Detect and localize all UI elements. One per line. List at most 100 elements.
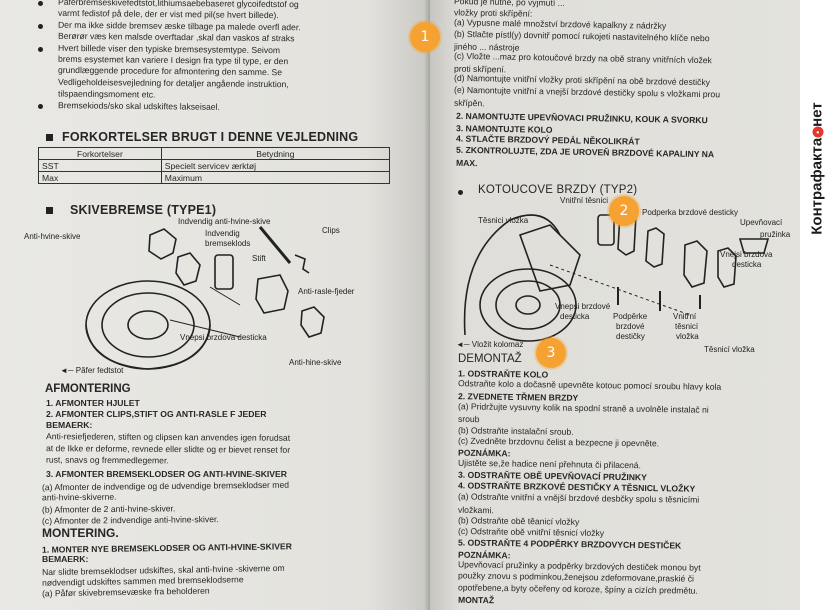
bullet-text: tilspaendingsmoment etc. — [57, 88, 156, 100]
label-inner-shim: Vnitřní těsnici — [560, 196, 609, 205]
note-line: Anti-resiefjederen, stiften og clipsen k… — [45, 431, 291, 443]
substep-line: (a) Afmonter de indvendige og de udvendi… — [41, 479, 290, 492]
label-support-b2: brzdové — [616, 322, 645, 331]
support-plate-icon — [617, 287, 701, 311]
spring-icon — [738, 238, 770, 254]
label-support-b3: destičky — [616, 332, 645, 341]
caliper-icon — [518, 224, 581, 292]
bullet-text: grundlæggende procedure for afmontering … — [57, 65, 283, 78]
substep-line: (b) Afmonter de 2 anti-hvine-skiver. — [41, 502, 176, 515]
note-heading: BEMAERK: — [46, 420, 93, 430]
bullet-text: Berørør væs ken malsde overftadar ,skal … — [57, 30, 295, 44]
bullet-icon — [38, 103, 43, 109]
shim-icon — [300, 306, 325, 338]
brake-pad-icon — [597, 214, 615, 246]
disc-brake-type2-diagram — [463, 208, 770, 342]
instruction-line: sroub — [457, 414, 480, 425]
disc-brake-type1-diagram — [85, 226, 325, 370]
instruction-line: vložkami. — [457, 504, 494, 515]
anti-rattle-spring-icon — [255, 274, 289, 314]
table-cell: Specielt servicev ærktøj — [160, 159, 391, 172]
instruction-line: (b) Odstraňte instalační sroub. — [457, 424, 574, 437]
watermark-text: Контрафакта•нет — [808, 102, 826, 235]
instruction-line: (b) Odstraňte obě těanicí vložky — [457, 515, 580, 527]
note-line: rust, snavs og fremmedlegemer. — [45, 454, 169, 466]
shim-icon — [645, 227, 665, 268]
label-spring-1: Upevňovací — [740, 218, 783, 227]
label-outer-pad: Vnejsi brzdova — [720, 250, 773, 259]
watermark-strip: Контрафакта•нет — [800, 0, 830, 610]
step-line: 3. AFMONTER BREMSEKLODSER OG ANTI-HVINE-… — [46, 468, 287, 479]
bullet-text: varmt fedistof på dele, der er vist med … — [57, 8, 279, 21]
brake-pad-icon — [683, 240, 708, 288]
shim-icon — [717, 247, 737, 288]
label-shim: Těsnici vložka — [478, 216, 529, 225]
instruction-line: Ujistěte se,že hadice není přehnuta či p… — [457, 458, 642, 471]
pin-icon — [258, 226, 292, 264]
label-support-b: Podpěrke — [613, 312, 648, 321]
step-line: 1. AFMONTER HJULET — [46, 398, 140, 408]
instruction-line: (a) Odstraňte vnitřní a vnější brzdové d… — [457, 491, 700, 505]
right-manual-page: Pokud je nutne, po vyjmutí ... vložky pr… — [430, 0, 800, 610]
bullet-text: Vedligeholdeisesvejledning for detaljer … — [57, 76, 289, 90]
bullet-icon — [38, 46, 43, 52]
left-manual-page: Păferbremseskivefedtstot,lithiumsaebebas… — [0, 0, 430, 610]
watermark-dot-icon: • — [812, 126, 824, 138]
substep-line: (c) Afmonter de 2 indvendige anti-hvine-… — [41, 514, 219, 526]
label-outer-pad: Vnepsi brzdova desticka — [180, 333, 267, 342]
marker-3: 3 — [536, 338, 566, 368]
shim-icon — [175, 252, 201, 286]
table-cell: SST — [38, 159, 162, 172]
instruction-line: skřípěn. — [453, 97, 485, 109]
label-outer-pad-b2: desticka — [560, 312, 590, 321]
bullet-text: Hvert billede viser den typiske bremsesy… — [57, 42, 281, 55]
step-line: MONTAŽ — [457, 594, 495, 606]
abbr-heading: FORKORTELSER BRUGT I DENNE VEJLEDNING — [62, 130, 359, 144]
label-grease: ◄─ Vložit kolomaz — [456, 340, 524, 349]
substep-line: anti-hvine-skiverne. — [41, 491, 117, 503]
instruction-line: (a) Pridržujte vysuvny kolik na spodní s… — [457, 401, 709, 415]
table-cell: Maximum — [160, 171, 391, 184]
note-line: Nar slidte bremseklodser udskiftes, skal… — [41, 562, 285, 577]
label-inner-b3: vložka — [676, 332, 699, 341]
brake-pad-icon — [214, 254, 234, 290]
section-removal-heading: AFMONTERING — [45, 383, 131, 395]
instruction-line: opotřebene,a byty očeřeny od koroze, špí… — [457, 582, 698, 596]
instruction-line: Odstraňte kolo a dočasně upevněte kotouc… — [457, 378, 722, 393]
bullet-icon — [38, 1, 43, 6]
type2-heading: KOTOUCOVE BRZDY (TYP2) — [478, 184, 638, 196]
label-anti-rattle: Anti-rasle-fjeder — [298, 287, 355, 296]
label-clips: Clips — [322, 226, 340, 235]
shim-icon — [148, 228, 177, 260]
section-install-heading: MONTERING. — [42, 525, 119, 540]
step-line: 5. ODSTRAŇTE 4 PODPĚRKY BRZDOVYCH DESTIČ… — [457, 536, 682, 551]
table-header: Forkortelser — [38, 147, 162, 160]
label-inner-b: Vnitřní — [673, 312, 697, 321]
heading-square-icon — [46, 134, 53, 141]
instruction-line: (b) Stlačte pístl(y) dovnitř pomocí ruko… — [453, 28, 710, 43]
wheel-arch-icon — [463, 214, 561, 336]
label-shim: Anti-hvine-skive — [24, 232, 81, 241]
note-heading: BEMAERK: — [42, 553, 89, 564]
label-support: Podperka brzdové desticky — [642, 208, 739, 217]
label-outer-pad-2: desticka — [732, 260, 762, 269]
bullet-icon — [458, 190, 463, 195]
instruction-line: (c) Vložte ...maz pro kotoučové brzdy na… — [453, 50, 713, 66]
marker-1: 1 — [410, 22, 440, 52]
bullet-text: Bremsekiods/sko skal udskiftes lakseisae… — [57, 99, 220, 112]
instruction-line: (c) Zvedněte brzdovnu čelist a bezpecne … — [457, 435, 660, 449]
type1-heading: SKIVEBREMSE (TYPE1) — [70, 203, 217, 217]
section-removal-heading: DEMONTAŽ — [458, 353, 522, 365]
note-line: at de Ikke er deforme, revnede eller sli… — [45, 442, 291, 455]
label-shim-b: Těsnicí vložka — [704, 345, 755, 354]
step-line: MAX. — [455, 157, 478, 168]
clip-icon — [294, 254, 310, 274]
step-line: 5. ZKONTROLUJTE, ZDA JE UROVEŇ BRZDOVÉ K… — [455, 144, 715, 159]
brake-disc-icon — [479, 268, 577, 342]
label-inner-pad: Indvendig bremseklods — [205, 229, 251, 248]
table-header: Betydning — [160, 147, 391, 160]
label-inner-shim: Indvendig anti-hvine-skive — [178, 217, 271, 226]
bullet-icon — [38, 23, 43, 29]
label-grease: ◄─ Păfer fedtstot — [60, 366, 124, 375]
